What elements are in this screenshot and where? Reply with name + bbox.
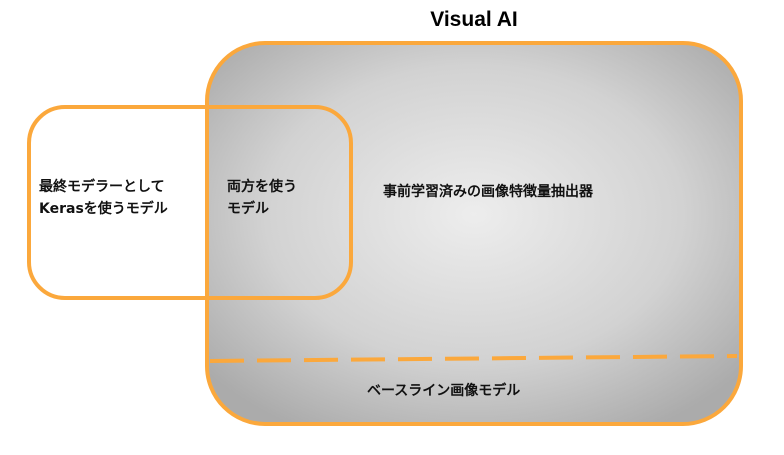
feature-extractor-label: 事前学習済みの画像特徴量抽出器	[383, 184, 593, 200]
diagram-title: Visual AI	[430, 8, 518, 31]
baseline-divider	[209, 354, 738, 363]
keras-model-label: 最終モデラーとして Kerasを使うモデル	[39, 179, 168, 217]
both-models-label: 両方を使う モデル	[227, 179, 297, 217]
visual-ai-box	[205, 41, 743, 426]
baseline-model-label: ベースライン画像モデル	[367, 383, 521, 399]
keras-model-box	[27, 105, 353, 300]
